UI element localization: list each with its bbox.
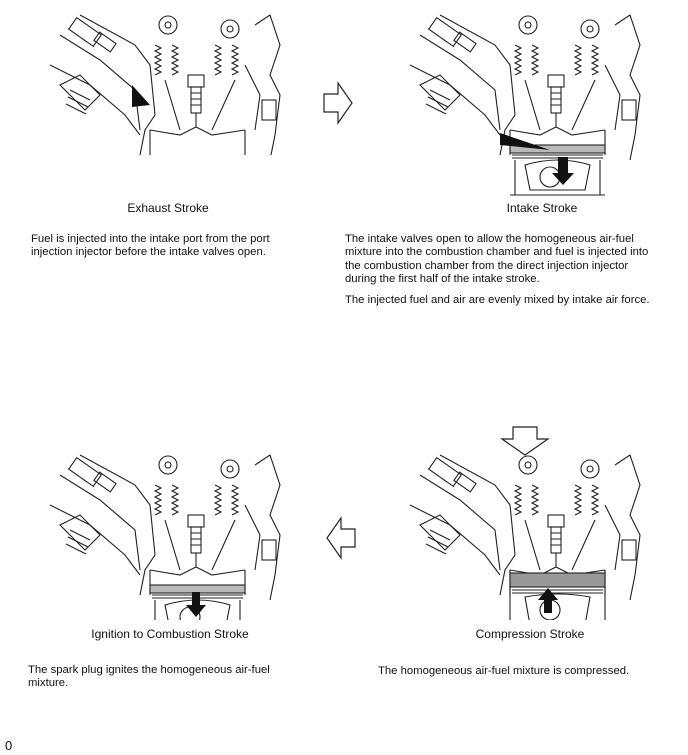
exhaust-stroke-description: Fuel is injected into the intake port fr… bbox=[31, 233, 270, 259]
compression-stroke-caption: Compression Stroke bbox=[475, 627, 585, 641]
intake-stroke-illustration bbox=[409, 14, 641, 196]
fuel-spray bbox=[500, 133, 550, 150]
intake-stroke-description-2: The injected fuel and air are evenly mix… bbox=[345, 294, 650, 306]
intake-stroke-description: The intake valves open to allow the homo… bbox=[345, 233, 649, 286]
ignition-stroke-caption: Ignition to Combustion Stroke bbox=[91, 627, 249, 641]
compression-stroke-illustration bbox=[409, 454, 641, 620]
arrow-left-icon bbox=[326, 516, 356, 560]
piston-down-arrow-icon bbox=[186, 592, 206, 617]
ignition-stroke-illustration bbox=[49, 454, 281, 620]
arrow-down-icon bbox=[500, 426, 550, 456]
arrow-right-icon bbox=[323, 81, 353, 125]
exhaust-stroke-illustration bbox=[49, 14, 281, 155]
piston-up-arrow-icon bbox=[538, 588, 558, 613]
piston-down-arrow-icon bbox=[552, 157, 574, 185]
fuel-spray bbox=[132, 85, 150, 107]
corner-label: 0 bbox=[5, 738, 13, 753]
ignition-stroke-description: The spark plug ignites the homogeneous a… bbox=[28, 664, 270, 690]
exhaust-stroke-caption: Exhaust Stroke bbox=[127, 201, 209, 215]
compression-stroke-description: The homogeneous air-fuel mixture is comp… bbox=[378, 665, 630, 677]
intake-stroke-caption: Intake Stroke bbox=[506, 201, 578, 215]
